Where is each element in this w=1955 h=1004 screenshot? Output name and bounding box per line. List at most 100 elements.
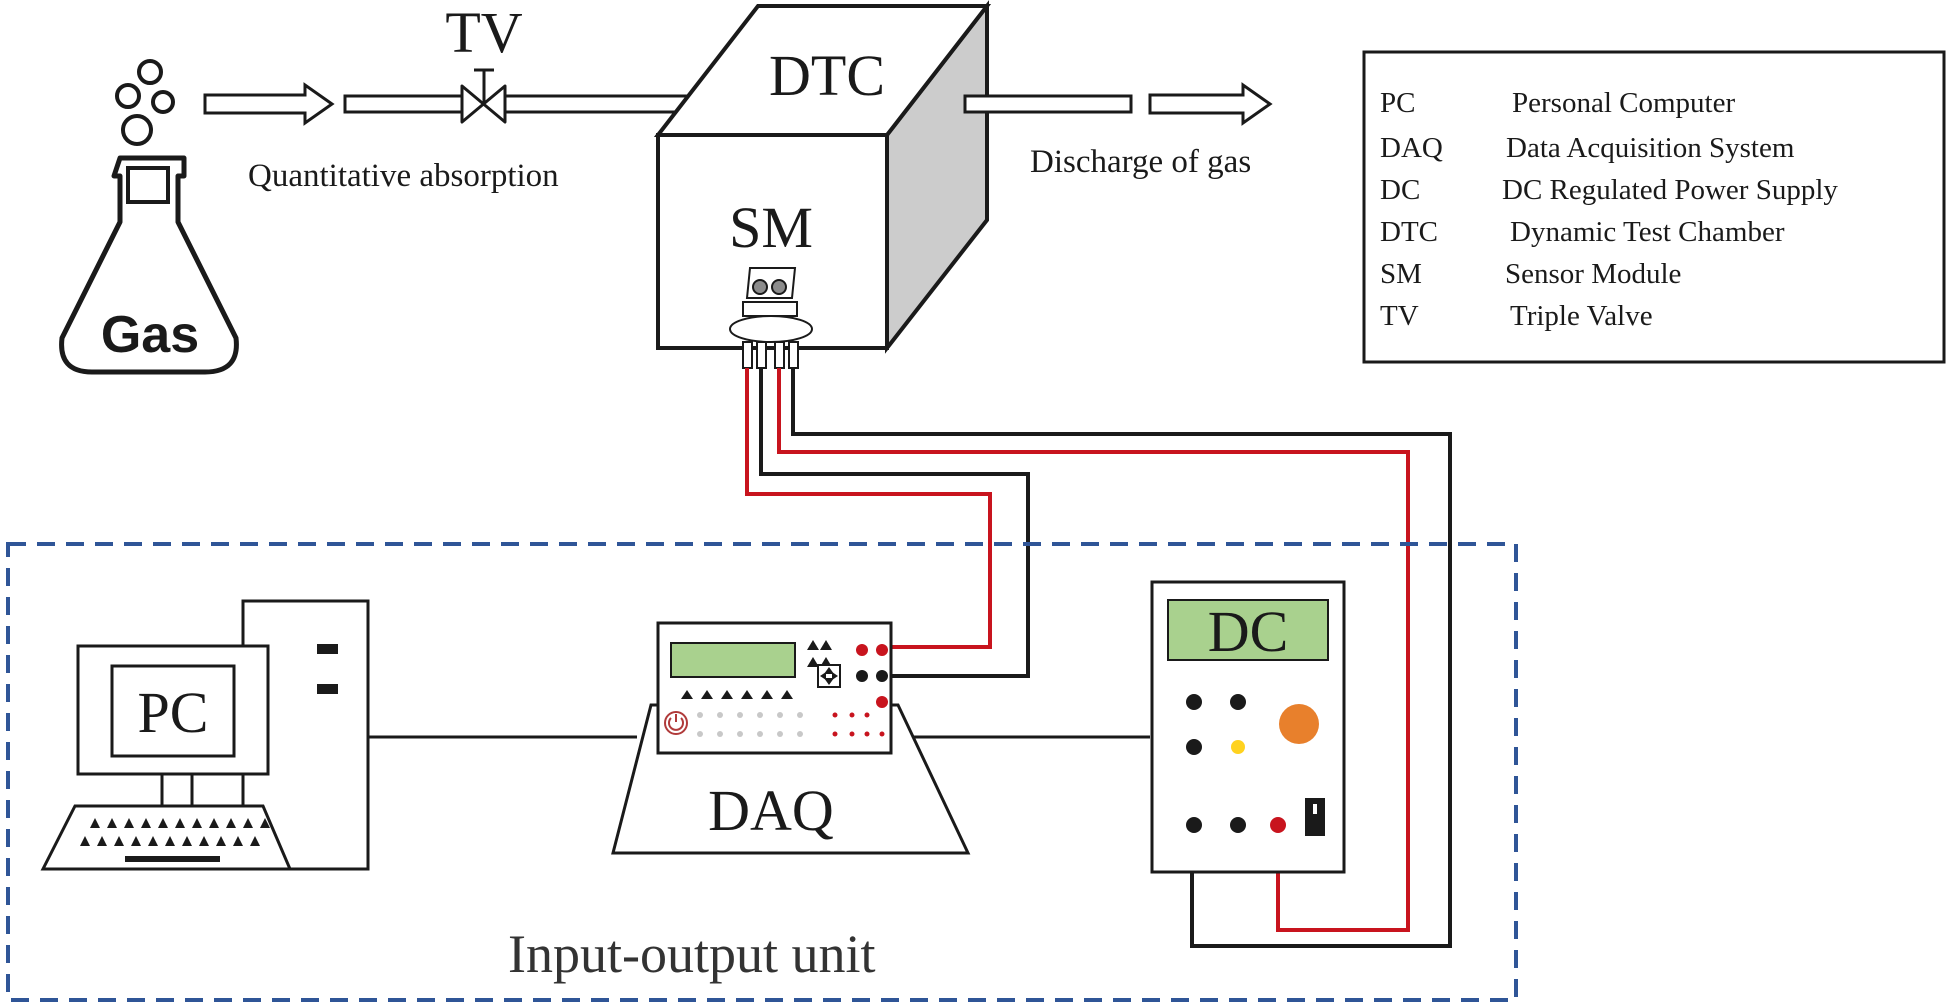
- input-output-unit-border: [6, 542, 1518, 1002]
- drive-slot-icon: [317, 684, 338, 694]
- indicator-dot: [737, 712, 743, 718]
- indicator-dot: [797, 712, 803, 718]
- indicator-dot: [757, 731, 763, 737]
- wire-red-sm-to-dc: [777, 368, 1410, 932]
- sensor-module-label: SM: [729, 195, 813, 260]
- dc-label: DC: [1208, 599, 1289, 664]
- gas-flask: Gas: [59, 59, 239, 375]
- key-icon: [107, 818, 117, 828]
- legend-desc: Triple Valve: [1510, 300, 1653, 332]
- wire-black-sm-to-dc: [791, 368, 1452, 948]
- legend-box: [1362, 50, 1946, 364]
- triple-valve: TV: [445, 0, 523, 124]
- key-icon: [124, 818, 134, 828]
- indicator-dot: [737, 731, 743, 737]
- outlet-pipe: [963, 94, 1133, 114]
- key-icon: [97, 836, 107, 846]
- dc-terminal-black: [1186, 739, 1202, 755]
- indicator-dot: [777, 712, 783, 718]
- sensor-element-icon: [752, 279, 768, 295]
- key-icon: [243, 818, 253, 828]
- inlet-pipe-right: [503, 94, 704, 114]
- daq-display: [670, 642, 796, 678]
- indicator-dot: [697, 712, 703, 718]
- pc-screen: [110, 664, 236, 758]
- key-icon: [226, 818, 236, 828]
- pc-label: PC: [138, 680, 209, 745]
- indicator-dot: [717, 712, 723, 718]
- legend-desc: Dynamic Test Chamber: [1510, 216, 1785, 248]
- power-icon: [664, 711, 688, 735]
- legend-desc: Data Acquisition System: [1506, 132, 1795, 164]
- sensor-pin: [756, 341, 767, 369]
- key-icon: [199, 836, 209, 846]
- sensor-pin: [774, 341, 785, 369]
- wiring: [368, 368, 1452, 948]
- key-icon: [233, 836, 243, 846]
- legend-abbr: DTC: [1380, 216, 1438, 248]
- outlet-label: Discharge of gas: [1030, 144, 1251, 180]
- legend: PC Personal Computer DAQ Data Acquisitio…: [1362, 50, 1946, 364]
- dc-display: [1167, 599, 1329, 661]
- key-icon: [90, 818, 100, 828]
- daq-indicator-dots: [697, 712, 803, 737]
- indicator-dot: [717, 731, 723, 737]
- key-icon: [80, 836, 90, 846]
- daq-terminal-red: [856, 644, 868, 656]
- key-icon: [131, 836, 141, 846]
- valve-label: TV: [445, 0, 522, 65]
- indicator-dot: [757, 712, 763, 718]
- legend-abbr: TV: [1380, 300, 1419, 332]
- key-icon: [216, 836, 226, 846]
- wire-black-sm-to-daq: [759, 368, 1030, 678]
- flask-neck-window: [126, 166, 170, 204]
- bubble-icon: [121, 114, 153, 146]
- legend-abbr: DC: [1380, 174, 1420, 206]
- legend-abbr: PC: [1380, 87, 1415, 119]
- daq-terminal-red: [876, 644, 888, 656]
- key-icon: [158, 818, 168, 828]
- bubble-icon: [137, 59, 163, 85]
- pc-keyboard: [40, 804, 293, 871]
- drive-slot-icon: [317, 644, 338, 654]
- dc-terminal-black: [1186, 817, 1202, 833]
- indicator-dot: [697, 731, 703, 737]
- wire-red-sm-to-daq: [745, 368, 992, 649]
- daq-terminal-black: [856, 670, 868, 682]
- daq-navigation-pad: [817, 664, 841, 688]
- dc-terminal-black: [1186, 694, 1202, 710]
- flask-outline: [59, 155, 239, 375]
- inlet-arrow-icon: [203, 82, 335, 126]
- dc-power-switch-icon: [1305, 798, 1325, 836]
- chamber-label: DTC: [769, 43, 885, 108]
- inlet-label: Quantitative absorption: [248, 158, 559, 194]
- daq-small-red-dots: [832, 712, 885, 737]
- dc-power-supply: DC: [1150, 580, 1346, 874]
- key-icon: [114, 836, 124, 846]
- monitor-stand: [160, 772, 194, 808]
- legend-desc: Personal Computer: [1512, 87, 1735, 119]
- bubble-icon: [151, 90, 175, 114]
- dynamic-test-chamber: DTC SM: [653, 0, 992, 369]
- inlet-pipe-left: [343, 94, 464, 114]
- key-icon: [141, 818, 151, 828]
- indicator-dot: [777, 731, 783, 737]
- legend-abbr: DAQ: [1380, 132, 1443, 164]
- key-icon: [260, 818, 270, 828]
- key-icon: [148, 836, 158, 846]
- flask-label: Gas: [101, 306, 199, 364]
- dc-indicator-yellow: [1231, 740, 1245, 754]
- personal-computer: PC: [40, 599, 370, 871]
- spacebar-icon: [125, 856, 220, 862]
- sensor-pin: [788, 341, 799, 369]
- legend-desc: DC Regulated Power Supply: [1502, 174, 1838, 206]
- keyboard-keys: [80, 818, 270, 846]
- daq-label: DAQ: [708, 778, 834, 843]
- key-icon: [192, 818, 202, 828]
- dc-terminal-black: [1230, 694, 1246, 710]
- sensor-module: [729, 267, 813, 369]
- dc-terminal-red: [1270, 817, 1286, 833]
- dc-terminal-black: [1230, 817, 1246, 833]
- sensor-element-icon: [771, 279, 787, 295]
